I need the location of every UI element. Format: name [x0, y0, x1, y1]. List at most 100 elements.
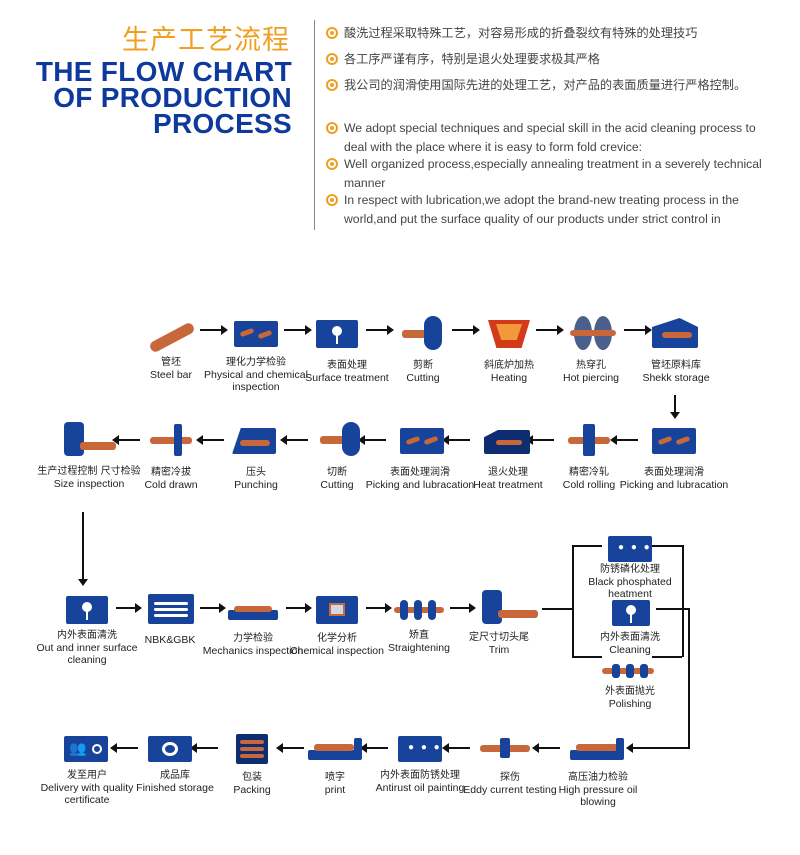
title-chinese: 生产工艺流程 [122, 25, 290, 56]
pickling-icon [652, 428, 696, 454]
furnace-icon [488, 320, 530, 348]
chemical-icon [316, 596, 358, 624]
steel-bar-icon [148, 321, 196, 354]
bullet-icon [326, 79, 338, 91]
phosphating-icon: ● ● ● [608, 536, 652, 562]
flow-arrow-down [670, 395, 680, 419]
flow-arrow [366, 325, 394, 335]
size-inspection-icon [64, 422, 116, 456]
cold-rolling-icon [568, 424, 610, 456]
cold-drawn-icon [150, 424, 192, 456]
flow-arrow [200, 325, 228, 335]
connector-line [656, 608, 690, 610]
flow-arrow [196, 435, 224, 445]
bracket-left [572, 545, 574, 657]
mechanics-icon [228, 600, 278, 620]
flow-arrow [110, 743, 138, 753]
flow-arrow [450, 603, 476, 613]
bullet-5: Well organized process,especially anneal… [326, 155, 776, 193]
inspection-icon [234, 321, 278, 347]
pressure-test-icon [570, 738, 624, 760]
title-line-3: PROCESS [152, 108, 292, 139]
title-line-1: THE FLOW CHART [35, 56, 292, 87]
bullet-3: 我公司的润滑使用国际先进的处理工艺，对产品的表面质量进行严格控制。 [326, 76, 776, 95]
bullet-6: In respect with lubrication,we adopt the… [326, 191, 776, 229]
delivery-icon: 👥 [64, 736, 108, 762]
flow-arrow [276, 743, 304, 753]
finished-storage-icon [148, 736, 192, 762]
bracket-bottom-right [652, 656, 682, 658]
bullet-1: 酸洗过程采取特殊工艺，对容易形成的折叠裂纹有特殊的处理技巧 [326, 24, 776, 43]
bullet-icon [326, 194, 338, 206]
packing-icon [236, 734, 268, 764]
trim-icon [482, 590, 538, 624]
piercing-icon [570, 316, 616, 350]
bracket-right [682, 545, 684, 657]
flow-arrow [112, 435, 140, 445]
bullet-icon [326, 158, 338, 170]
header-divider [314, 20, 315, 230]
flow-arrow [536, 325, 564, 335]
flow-arrow [116, 603, 142, 613]
bullet-4: We adopt special techniques and special … [326, 119, 776, 157]
printing-icon [308, 738, 362, 760]
flow-arrow [626, 743, 690, 753]
storage-icon [652, 318, 698, 348]
surface-treatment-icon [316, 320, 358, 348]
cutting-icon [320, 422, 362, 456]
bullet-icon [326, 27, 338, 39]
antirust-icon: ● ● ● [398, 736, 442, 762]
people-icon: 👥 [69, 740, 87, 756]
pickling-icon [400, 428, 444, 454]
bullet-icon [326, 122, 338, 134]
flow-arrow [284, 325, 312, 335]
bracket-top-left [572, 545, 602, 547]
connector-line [542, 608, 572, 610]
flow-arrow [624, 325, 652, 335]
cleaning-icon [66, 596, 108, 624]
cleaning-icon [612, 600, 650, 626]
polishing-icon [602, 664, 654, 678]
flow-arrow [442, 743, 470, 753]
bullet-icon [326, 53, 338, 65]
bullet-2: 各工序严谨有序，特别是退火处理要求极其严格 [326, 50, 776, 69]
straightening-icon [394, 598, 444, 622]
cutting-icon [402, 316, 444, 350]
flow-arrow [358, 435, 386, 445]
flow-arrow [280, 435, 308, 445]
flow-arrow [610, 435, 638, 445]
flow-arrow [286, 603, 312, 613]
connector-line-down [688, 608, 690, 748]
flow-arrow [452, 325, 480, 335]
flow-arrow [442, 435, 470, 445]
flow-arrow [526, 435, 554, 445]
